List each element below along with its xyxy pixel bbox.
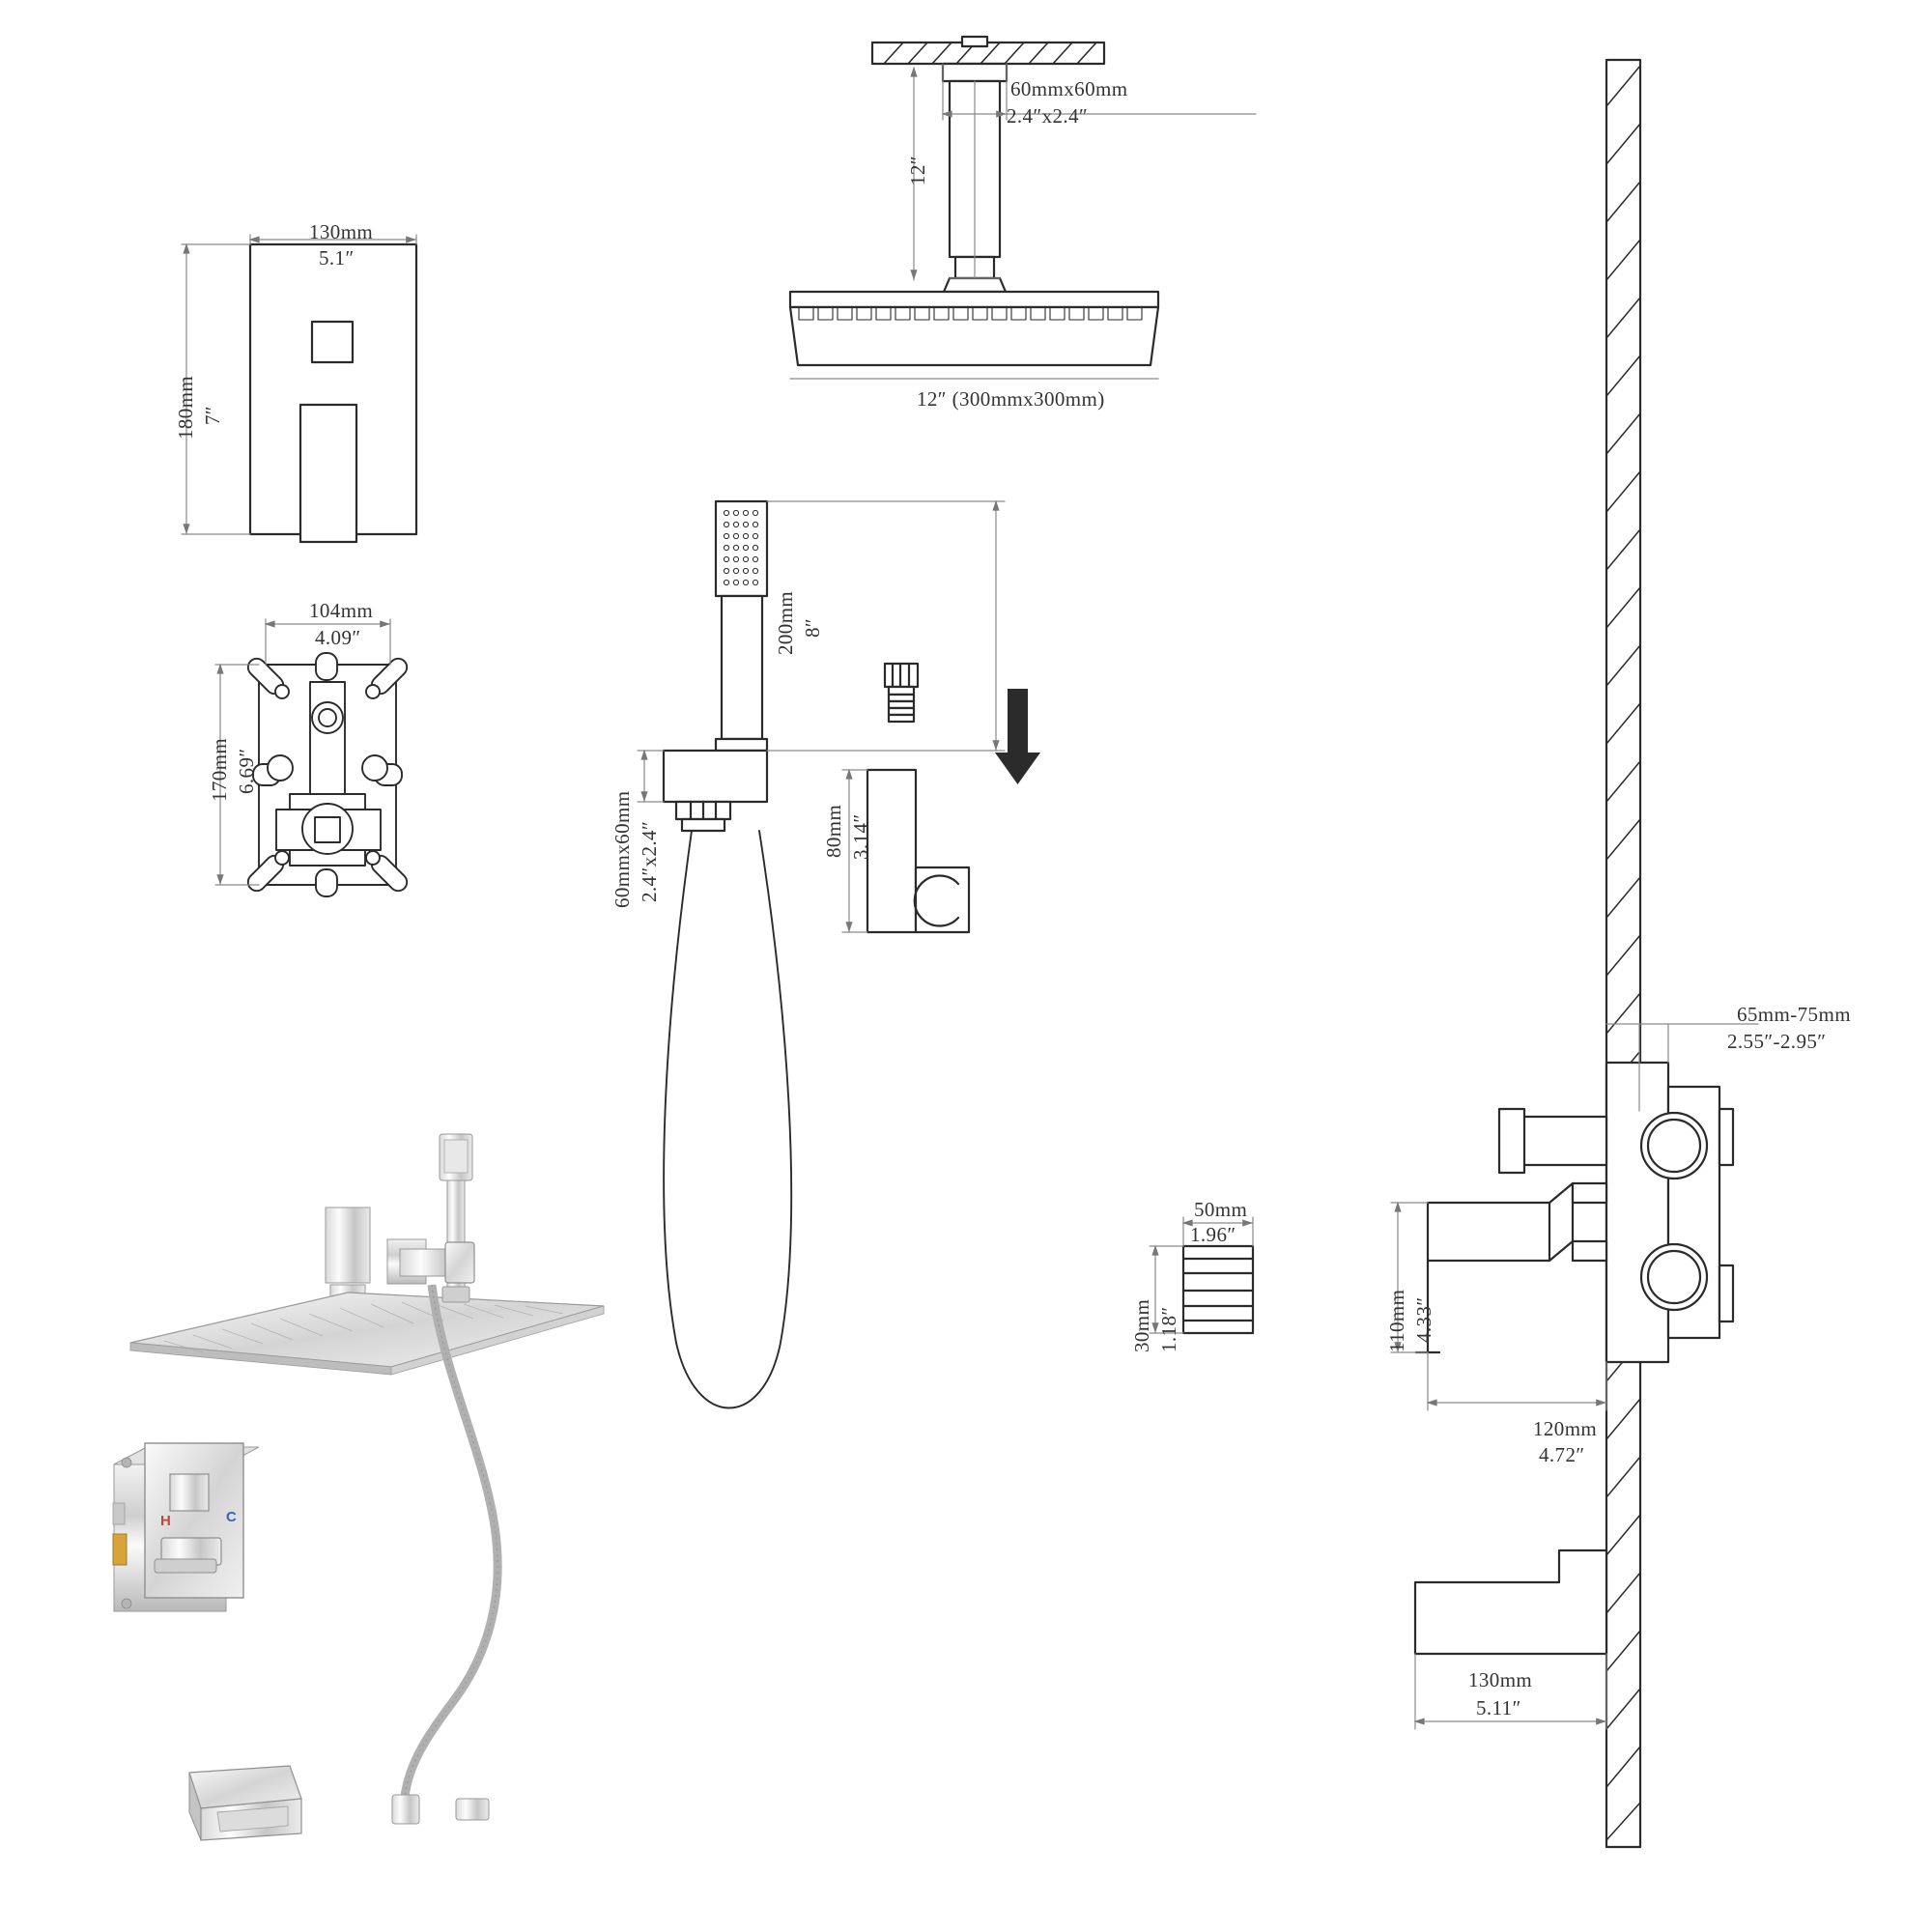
handheld-bracket-mm: 60mmx60mm (611, 790, 634, 908)
wall-holder-height-mm: 80mm (822, 804, 845, 858)
spout-projection-in: 5.11″ (1476, 1696, 1521, 1719)
wall-holder-outline (866, 768, 971, 934)
handheld-bracket-outline (662, 749, 769, 833)
handheld-wand-outline (714, 499, 769, 753)
spout-projection-mm: 130mm (1468, 1668, 1533, 1691)
wall-holder-height-in: 3.14″ (849, 813, 872, 861)
trim-plate-width-in: 5.1″ (319, 246, 355, 270)
restrictor-insert-outline (883, 662, 920, 724)
handheld-length-in: 8″ (801, 617, 824, 638)
trim-plate-height-in: 7″ (201, 405, 224, 425)
shower-hose-outline (663, 830, 793, 1409)
rough-in-valve-outline (246, 652, 409, 897)
restrictor-width-mm: 50mm (1194, 1198, 1248, 1221)
valve-height-in: 4.33″ (1412, 1296, 1435, 1344)
cold-marking: C (226, 1509, 237, 1525)
flow-restrictor-outline (1181, 1244, 1255, 1335)
hot-marking: H (160, 1513, 171, 1529)
valve-height-mm: 110mm (1385, 1289, 1408, 1352)
rain-head-outline (788, 290, 1160, 367)
assembly-direction-arrow (995, 689, 1040, 784)
trim-plate-width-mm: 130mm (309, 220, 374, 243)
ceiling-arm-size-mm: 60mmx60mm (1010, 77, 1128, 100)
rough-in-height-in: 6.69″ (235, 748, 258, 795)
valve-projection-in: 4.72″ (1539, 1443, 1585, 1466)
diverter-knob-outline (1497, 1107, 1608, 1175)
wall-depth-in: 2.55″-2.95″ (1727, 1030, 1827, 1053)
wall-valve-body-outline (1605, 1061, 1735, 1364)
rough-in-width-in: 4.09″ (315, 626, 361, 649)
rough-in-height-mm: 170mm (208, 737, 231, 802)
handheld-length-mm: 200mm (774, 590, 797, 655)
restrictor-height-mm: 30mm (1130, 1298, 1153, 1352)
shower-hose-render (399, 1284, 502, 1807)
tub-spout-render (188, 1765, 302, 1841)
rough-in-width-mm: 104mm (309, 599, 374, 622)
trim-valve-render (112, 1442, 260, 1612)
rain-head-render (129, 1207, 605, 1376)
valve-handle-outline (1414, 1181, 1608, 1354)
handheld-bracket-in: 2.4″x2.4″ (638, 820, 661, 902)
hose-end-nut-render (391, 1794, 490, 1825)
restrictor-height-in: 1.18″ (1157, 1306, 1180, 1353)
restrictor-width-in: 1.96″ (1190, 1223, 1236, 1246)
rain-head-size-label: 12″ (300mmx300mm) (917, 387, 1105, 411)
trim-plate-height-mm: 180mm (174, 375, 197, 440)
trim-plate-outline (248, 242, 418, 544)
ceiling-arm-drop-in: 12″ (906, 156, 929, 185)
ceiling-arm-size-in: 2.4″x2.4″ (1007, 104, 1089, 128)
wall-section-outline (1605, 58, 1642, 1849)
handheld-bracket-render (386, 1238, 475, 1285)
valve-projection-mm: 120mm (1533, 1417, 1598, 1440)
wall-depth-mm: 65mm-75mm (1737, 1003, 1851, 1026)
